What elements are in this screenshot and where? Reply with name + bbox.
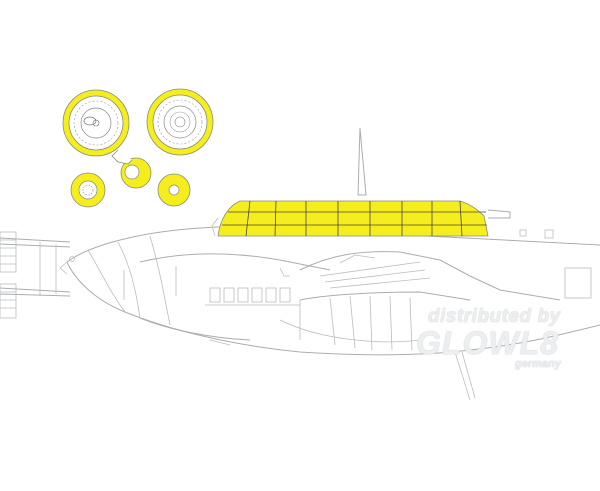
- tail-wheel-mask: [111, 149, 152, 189]
- small-wheel-mask-right: [157, 173, 191, 207]
- wheel-mask-large-left: [62, 89, 130, 157]
- watermark-germany: germany: [515, 358, 561, 370]
- canopy-mask: [211, 200, 511, 237]
- small-wheel-mask-left: [70, 172, 106, 208]
- wheel-mask-large-right: [146, 88, 214, 156]
- watermark-distributed-by: distributed by: [428, 306, 561, 327]
- watermark-logo-text: GLOWL8: [416, 325, 559, 361]
- aircraft-outline: [0, 127, 600, 401]
